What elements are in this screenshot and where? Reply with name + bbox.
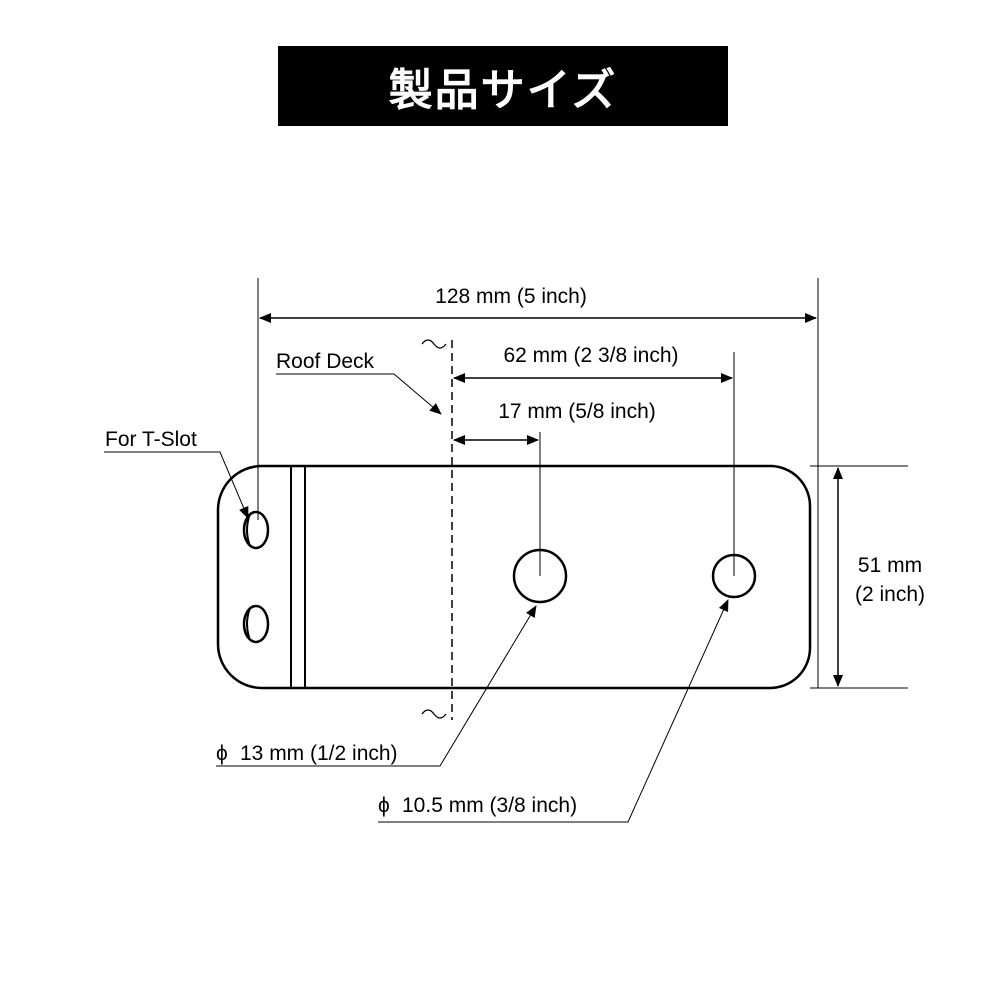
label-edge-offset: 17 mm (5/8 inch) — [498, 400, 656, 423]
label-large-hole: 13 mm (1/2 inch) — [240, 742, 398, 765]
leader-roof-deck — [276, 373, 442, 415]
label-overall-length: 128 mm (5 inch) — [435, 285, 587, 308]
label-height-mm: 51 mm — [858, 554, 922, 577]
break-mark-bottom — [421, 709, 447, 719]
label-roof-deck: Roof Deck — [276, 350, 375, 373]
t-slot-hole-top — [242, 510, 270, 550]
label-small-hole-symbol: ϕ — [378, 794, 390, 817]
label-height-inch: (2 inch) — [855, 583, 925, 606]
leader-t-slot — [104, 451, 249, 519]
label-large-hole-symbol: ϕ — [216, 742, 228, 765]
page-title: 製品サイズ — [388, 65, 618, 116]
label-hole-spacing: 62 mm (2 3/8 inch) — [503, 344, 678, 367]
leader-small-hole — [378, 599, 729, 823]
t-slot-hole-bottom — [242, 604, 270, 644]
label-t-slot: For T-Slot — [105, 428, 197, 451]
bracket-plate — [216, 464, 812, 690]
label-small-hole: 10.5 mm (3/8 inch) — [402, 794, 577, 817]
title-banner: 製品サイズ — [278, 46, 728, 126]
break-mark-top — [421, 339, 447, 349]
leader-large-hole — [216, 605, 537, 767]
